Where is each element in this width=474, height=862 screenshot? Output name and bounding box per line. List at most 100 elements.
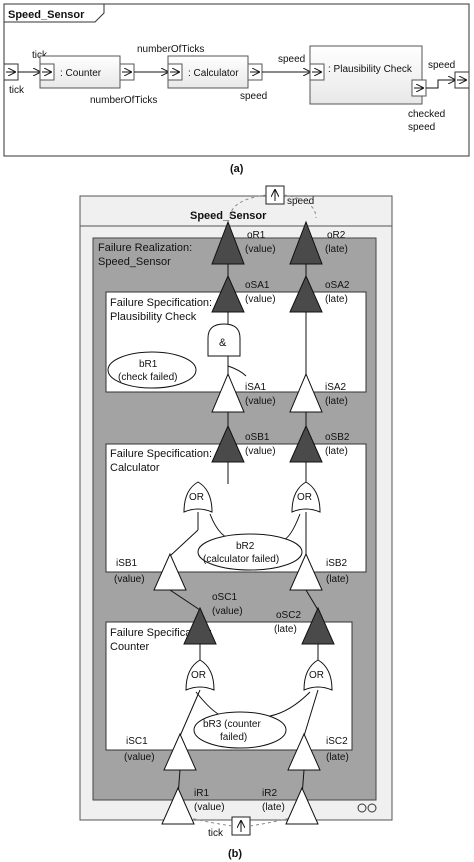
- svg-text:(value): (value): [114, 574, 145, 585]
- triangle-iSA2: [289, 372, 323, 413]
- basic-event-bR1: bR1 (check failed): [107, 351, 197, 389]
- or-gate-counter-left: OR: [185, 659, 215, 691]
- label-tick-bottom: tick: [9, 85, 25, 96]
- svg-text:iSB2: iSB2: [326, 558, 348, 569]
- basic-event-bR2: bR2 (calculator failed): [197, 533, 303, 571]
- block-plausibility-label: : Plausibility Check: [328, 64, 413, 75]
- svg-text:iSC2: iSC2: [326, 736, 348, 747]
- basic-event-bR3: bR3 (counter failed): [193, 711, 287, 749]
- svg-text:OR: OR: [309, 670, 324, 681]
- port-speed-top-label: speed: [287, 196, 314, 207]
- svg-text:(value): (value): [245, 294, 276, 305]
- svg-text:iSB1: iSB1: [116, 558, 138, 569]
- svg-text:oSB1: oSB1: [245, 432, 270, 443]
- frame-a-title: Speed_Sensor: [8, 9, 85, 21]
- triangle-oSB2: [289, 424, 323, 463]
- triangle-oR2: [289, 220, 323, 265]
- svg-text:(late): (late): [325, 396, 348, 407]
- triangle-oSC1: [183, 606, 217, 645]
- port-labels: oR1 (value) oR2 (late) oSA1 (value) oSA2…: [114, 230, 350, 813]
- spec-counter-title-2: Counter: [110, 641, 149, 653]
- svg-text:oSA2: oSA2: [325, 280, 350, 291]
- svg-text:(value): (value): [212, 606, 243, 617]
- svg-text:iR1: iR1: [194, 788, 209, 799]
- triangle-iSA1: [211, 372, 245, 413]
- port-tick-bottom-label: tick: [208, 828, 224, 839]
- spec-plausibility-title-1: Failure Specification:: [110, 297, 212, 309]
- input-triangles: [153, 372, 323, 825]
- svg-text:(late): (late): [326, 574, 349, 585]
- svg-text:(calculator failed): (calculator failed): [203, 554, 279, 565]
- svg-text:(value): (value): [245, 446, 276, 457]
- decomposition-icon: [357, 803, 377, 813]
- svg-text:oR1: oR1: [247, 230, 266, 241]
- svg-text:bR2: bR2: [236, 541, 255, 552]
- label-checked-speed: speed: [408, 122, 435, 133]
- svg-text:bR3 (counter: bR3 (counter: [203, 719, 261, 730]
- realization-title-2: Speed_Sensor: [98, 256, 171, 268]
- triangle-iR2: [285, 786, 319, 825]
- svg-text:oSA1: oSA1: [245, 280, 270, 291]
- label-checked: checked: [408, 109, 445, 120]
- svg-text:(check failed): (check failed): [118, 372, 177, 383]
- svg-text:(late): (late): [274, 624, 297, 635]
- svg-text:OR: OR: [191, 670, 206, 681]
- output-triangles: [183, 220, 335, 645]
- or-gate-counter-right: OR: [303, 659, 333, 691]
- outer-component-title: Speed_Sensor: [190, 210, 267, 222]
- triangle-oSA1: [211, 274, 245, 313]
- svg-text:oSB2: oSB2: [325, 432, 350, 443]
- svg-text:(late): (late): [326, 752, 349, 763]
- svg-text:(late): (late): [262, 802, 285, 813]
- svg-text:(late): (late): [325, 244, 348, 255]
- block-counter-label: : Counter: [60, 68, 102, 79]
- svg-text:(value): (value): [245, 244, 276, 255]
- label-speed-bottom: speed: [240, 91, 267, 102]
- triangle-iSB2: [289, 552, 323, 591]
- svg-text:oSC2: oSC2: [276, 610, 301, 621]
- triangle-oSB1: [211, 424, 245, 463]
- spec-plausibility-title-2: Plausibility Check: [110, 311, 197, 323]
- svg-text:failed): failed): [220, 732, 247, 743]
- block-calculator-label: : Calculator: [188, 68, 239, 79]
- svg-text:(late): (late): [325, 294, 348, 305]
- frame-a-title-tab: [3, 3, 105, 23]
- caption-b: (b): [228, 848, 242, 860]
- svg-text:OR: OR: [189, 492, 204, 503]
- realization-title-1: Failure Realization:: [98, 242, 192, 254]
- svg-text:bR1: bR1: [139, 359, 158, 370]
- triangle-oSA2: [289, 274, 323, 313]
- triangle-iR1: [161, 786, 195, 825]
- svg-text:(late): (late): [325, 446, 348, 457]
- triangle-iSC2: [287, 732, 321, 771]
- svg-text:oR2: oR2: [327, 230, 346, 241]
- svg-text:(value): (value): [124, 752, 155, 763]
- svg-text:OR: OR: [297, 492, 312, 503]
- spec-counter-title-1: Failure Specification:: [110, 627, 212, 639]
- svg-text:&: &: [219, 337, 227, 349]
- label-speed-top: speed: [278, 54, 305, 65]
- triangle-iSC1: [163, 732, 197, 771]
- part-a-block-diagram: Speed_Sensor tick tick : Counter numberO…: [3, 3, 470, 175]
- svg-text:iSA2: iSA2: [325, 382, 347, 393]
- part-b-fault-tree: Speed_Sensor speed tick Failure Realizat…: [79, 185, 393, 860]
- label-ticks-bottom: numberOfTicks: [90, 95, 157, 106]
- block-plausibility-check: [309, 45, 423, 105]
- and-gate: &: [207, 323, 241, 357]
- svg-text:(value): (value): [245, 396, 276, 407]
- svg-text:iSA1: iSA1: [245, 382, 267, 393]
- triangle-oR1: [211, 220, 245, 265]
- label-speed-out: speed: [428, 60, 455, 71]
- triangle-oSC2: [301, 606, 335, 645]
- or-gate-calc-left: OR: [183, 481, 213, 513]
- svg-text:iR2: iR2: [262, 788, 277, 799]
- caption-a: (a): [230, 163, 244, 175]
- svg-text:oSC1: oSC1: [212, 592, 237, 603]
- label-ticks-top: numberOfTicks: [137, 44, 204, 55]
- svg-text:(value): (value): [194, 802, 225, 813]
- or-gate-calc-right: OR: [291, 481, 321, 513]
- svg-text:iSC1: iSC1: [126, 736, 148, 747]
- triangle-iSB1: [153, 552, 187, 591]
- spec-calculator-title-2: Calculator: [110, 462, 160, 474]
